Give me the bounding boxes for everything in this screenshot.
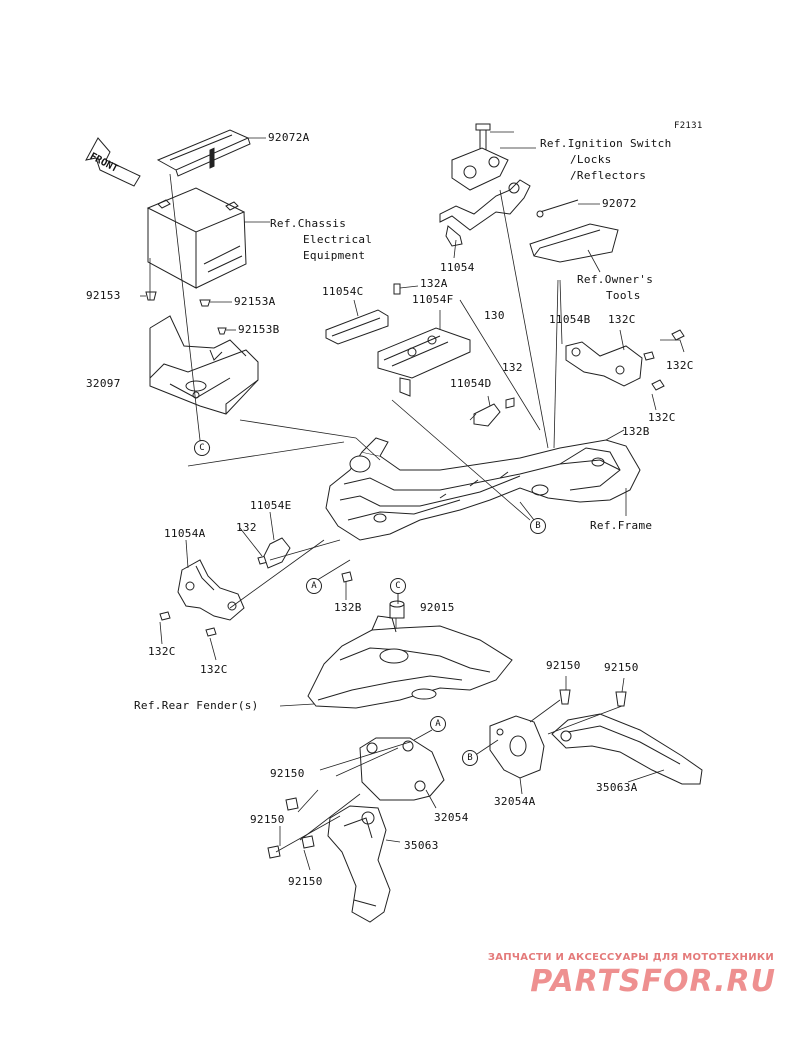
part-label-132-b: 132 [236, 521, 257, 534]
battery [146, 147, 247, 289]
bracket-11054c [325, 309, 389, 345]
watermark-logo: PARTSFOR.RU [530, 964, 776, 999]
ref-rear-fender: Ref.Rear Fender(s) [134, 699, 259, 712]
part-label-92153: 92153 [86, 289, 121, 302]
ref-ignition-switch: Ref.Ignition Switch [540, 137, 672, 150]
front-arrow-icon [85, 137, 141, 187]
footpeg-stay-35063 [327, 805, 391, 923]
ref-locks: /Locks [570, 153, 612, 166]
bracket-11054d [473, 403, 501, 427]
part-label-11054: 11054 [440, 261, 475, 274]
part-label-92150-a: 92150 [546, 659, 581, 672]
part-label-132b-b: 132B [334, 601, 362, 614]
part-label-32054: 32054 [434, 811, 469, 824]
ref-marker-b: B [462, 750, 478, 766]
part-label-11054f: 11054F [412, 293, 454, 306]
footpeg-stay-35063a [551, 713, 703, 785]
part-label-132c-d: 132C [148, 645, 176, 658]
bracket-11054b [565, 341, 643, 387]
ref-marker-a: A [306, 578, 322, 594]
ref-chassis-electrical-3: Equipment [303, 249, 366, 262]
part-label-132a: 132A [420, 277, 448, 290]
ref-chassis-electrical: Ref.Chassis [270, 217, 347, 230]
part-label-92150-d: 92150 [250, 813, 285, 826]
collar-92015 [389, 600, 405, 619]
part-label-132-a: 132 [502, 361, 523, 374]
figure-code: F2131 [674, 121, 703, 131]
ref-owners-tools: Ref.Owner's [577, 273, 654, 286]
rear-frame [325, 437, 641, 541]
ref-marker-b: B [530, 518, 546, 534]
rear-fender [307, 615, 513, 709]
ref-marker-c: C [194, 440, 210, 456]
watermark-tagline: ЗАПЧАСТИ И АКСЕССУАРЫ ДЛЯ МОТОТЕХНИКИ [487, 952, 774, 963]
bracket-11054e [263, 537, 291, 569]
part-label-92072a: 92072A [268, 131, 310, 144]
ref-owners-tools-2: Tools [606, 289, 641, 302]
stay-plate-32054a [489, 715, 545, 779]
part-label-92072: 92072 [602, 197, 637, 210]
tool-cover [529, 199, 619, 263]
part-label-32054a: 32054A [494, 795, 536, 808]
stay-plate-32054 [359, 737, 445, 801]
part-label-35063a: 35063A [596, 781, 638, 794]
part-label-11054a: 11054A [164, 527, 206, 540]
battery-strap [156, 129, 251, 177]
part-label-92150-b: 92150 [604, 661, 639, 674]
part-label-92150-c: 92150 [270, 767, 305, 780]
part-label-11054e: 11054E [250, 499, 292, 512]
ref-reflectors: /Reflectors [570, 169, 647, 182]
part-label-92153b: 92153B [238, 323, 280, 336]
part-label-11054b: 11054B [549, 313, 591, 326]
battery-case [149, 315, 259, 415]
part-label-32097: 32097 [86, 377, 121, 390]
part-label-11054c: 11054C [322, 285, 364, 298]
part-label-132c-e: 132C [200, 663, 228, 676]
part-label-130: 130 [484, 309, 505, 322]
part-label-92150-e: 92150 [288, 875, 323, 888]
part-label-11054d: 11054D [450, 377, 492, 390]
ref-frame: Ref.Frame [590, 519, 653, 532]
part-label-92153a: 92153A [234, 295, 276, 308]
bracket-11054f [377, 327, 471, 397]
part-label-132c-b: 132C [666, 359, 694, 372]
bracket-11054a [177, 559, 245, 621]
ref-marker-c: C [390, 578, 406, 594]
part-label-92015: 92015 [420, 601, 455, 614]
part-label-132b-a: 132B [622, 425, 650, 438]
ignition-bracket [439, 147, 531, 247]
part-label-132c-c: 132C [648, 411, 676, 424]
ref-chassis-electrical-2: Electrical [303, 233, 373, 246]
part-label-132c-a: 132C [608, 313, 636, 326]
part-label-35063: 35063 [404, 839, 439, 852]
ref-marker-a: A [430, 716, 446, 732]
